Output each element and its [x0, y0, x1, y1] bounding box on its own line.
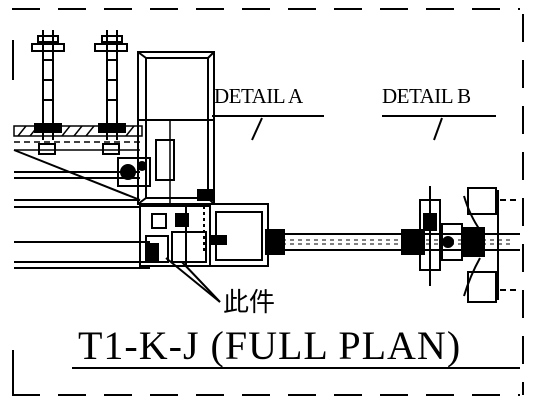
glass-clamp: [419, 186, 520, 303]
detail-a-label: DETAIL A: [214, 84, 303, 108]
part-note-label: 此件: [223, 288, 276, 318]
mullion-box: [137, 51, 215, 205]
frame-section: [139, 203, 269, 267]
detail-b-label: DETAIL B: [382, 84, 471, 108]
glass-panel: [265, 229, 520, 255]
plan-title: T1-K-J (FULL PLAN): [78, 323, 462, 368]
beam-bracket: [13, 149, 151, 269]
embed-plate: [13, 125, 143, 151]
anchor-bolt-right: [94, 30, 128, 155]
leader-lines: [165, 115, 496, 303]
dashed-border: [12, 8, 524, 396]
anchor-bolt-left: [31, 30, 65, 155]
